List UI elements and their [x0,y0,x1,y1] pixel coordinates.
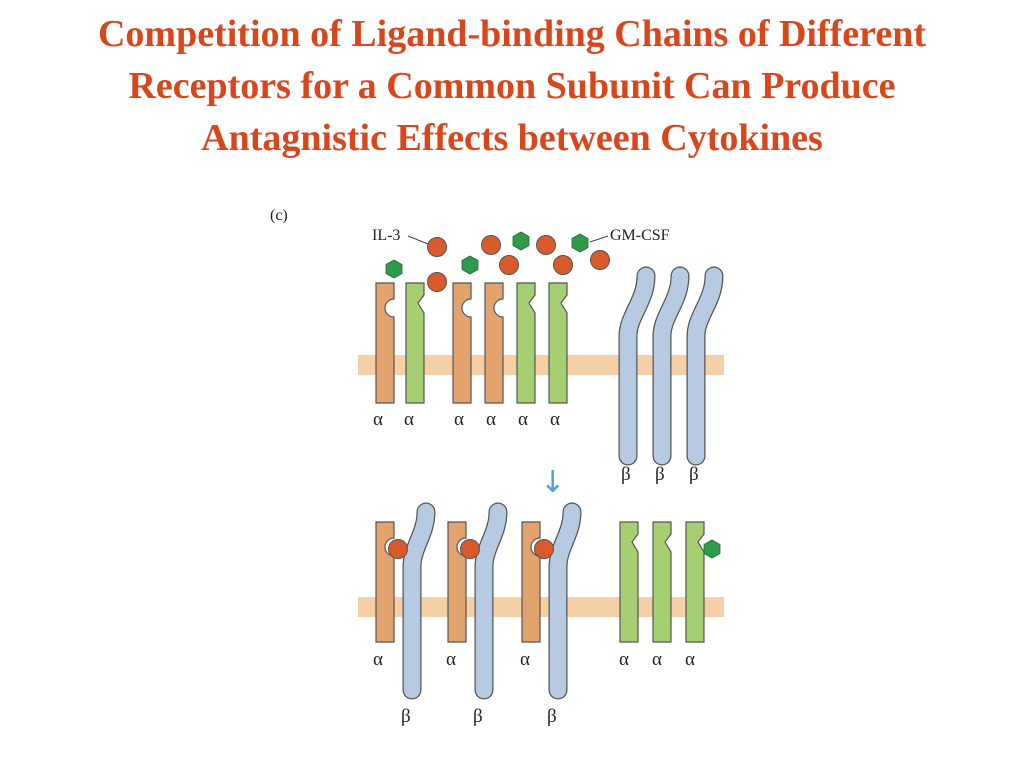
top-gmcsf-alpha-1 [405,282,425,404]
bound-gmcsf-ligand [703,539,721,559]
il3-ligand [553,255,573,275]
il3-leader-line [407,235,429,245]
top-beta-label: β [689,464,699,485]
top-alpha-label: α [518,409,528,430]
bound-il3-ligand [534,539,554,559]
top-beta-label: β [621,464,631,485]
top-alpha-label: α [404,409,414,430]
il3-label: IL-3 [372,227,400,244]
title-line-2: Receptors for a Common Subunit Can Produ… [128,65,896,107]
bottom-beta-3 [549,503,581,699]
top-gmcsf-alpha-3 [548,282,568,404]
gmcsf-ligand [571,233,589,253]
top-il3-alpha-3 [484,282,504,404]
bottom-gmcsf-alpha-3 [685,521,705,643]
bottom-alpha-label: α [619,649,629,670]
bottom-alpha-label: α [373,649,383,670]
bound-il3-ligand [460,539,480,559]
bottom-gmcsf-alpha-2 [652,521,672,643]
slide-title: Competition of Ligand-binding Chains of … [0,8,1024,164]
bottom-alpha-label: α [446,649,456,670]
il3-ligand [536,235,556,255]
il3-ligand [427,272,447,292]
il3-ligand [499,255,519,275]
gmcsf-leader-line [589,235,609,243]
panel-label: (c) [270,207,288,224]
title-line-3: Antagnistic Effects between Cytokines [201,117,823,159]
gmcsf-ligand [385,259,403,279]
bottom-gmcsf-alpha-1 [619,521,639,643]
top-il3-alpha-2 [452,282,472,404]
bottom-il3-alpha-3 [521,521,541,643]
bottom-il3-alpha-2 [447,521,467,643]
bottom-beta-label: β [401,706,411,727]
top-alpha-label: α [550,409,560,430]
il3-ligand [590,250,610,270]
top-alpha-label: α [454,409,464,430]
title-line-1: Competition of Ligand-binding Chains of … [97,13,926,55]
bottom-alpha-label: α [520,649,530,670]
top-alpha-label: α [373,409,383,430]
gmcsf-ligand [512,231,530,251]
gmcsf-ligand [461,255,479,275]
top-beta-label: β [655,464,665,485]
il3-ligand [427,237,447,257]
top-alpha-label: α [486,409,496,430]
bottom-alpha-label: α [652,649,662,670]
top-il3-alpha-1 [375,282,395,404]
il3-ligand [481,235,501,255]
down-arrow: ↓ [540,465,565,500]
bottom-beta-label: β [473,706,483,727]
bottom-beta-1 [403,503,435,699]
bound-il3-ligand [388,539,408,559]
bottom-beta-2 [475,503,507,699]
bottom-alpha-label: α [685,649,695,670]
gmcsf-label: GM-CSF [610,227,670,244]
top-gmcsf-alpha-2 [516,282,536,404]
bottom-il3-alpha-1 [375,521,395,643]
bottom-beta-label: β [547,706,557,727]
